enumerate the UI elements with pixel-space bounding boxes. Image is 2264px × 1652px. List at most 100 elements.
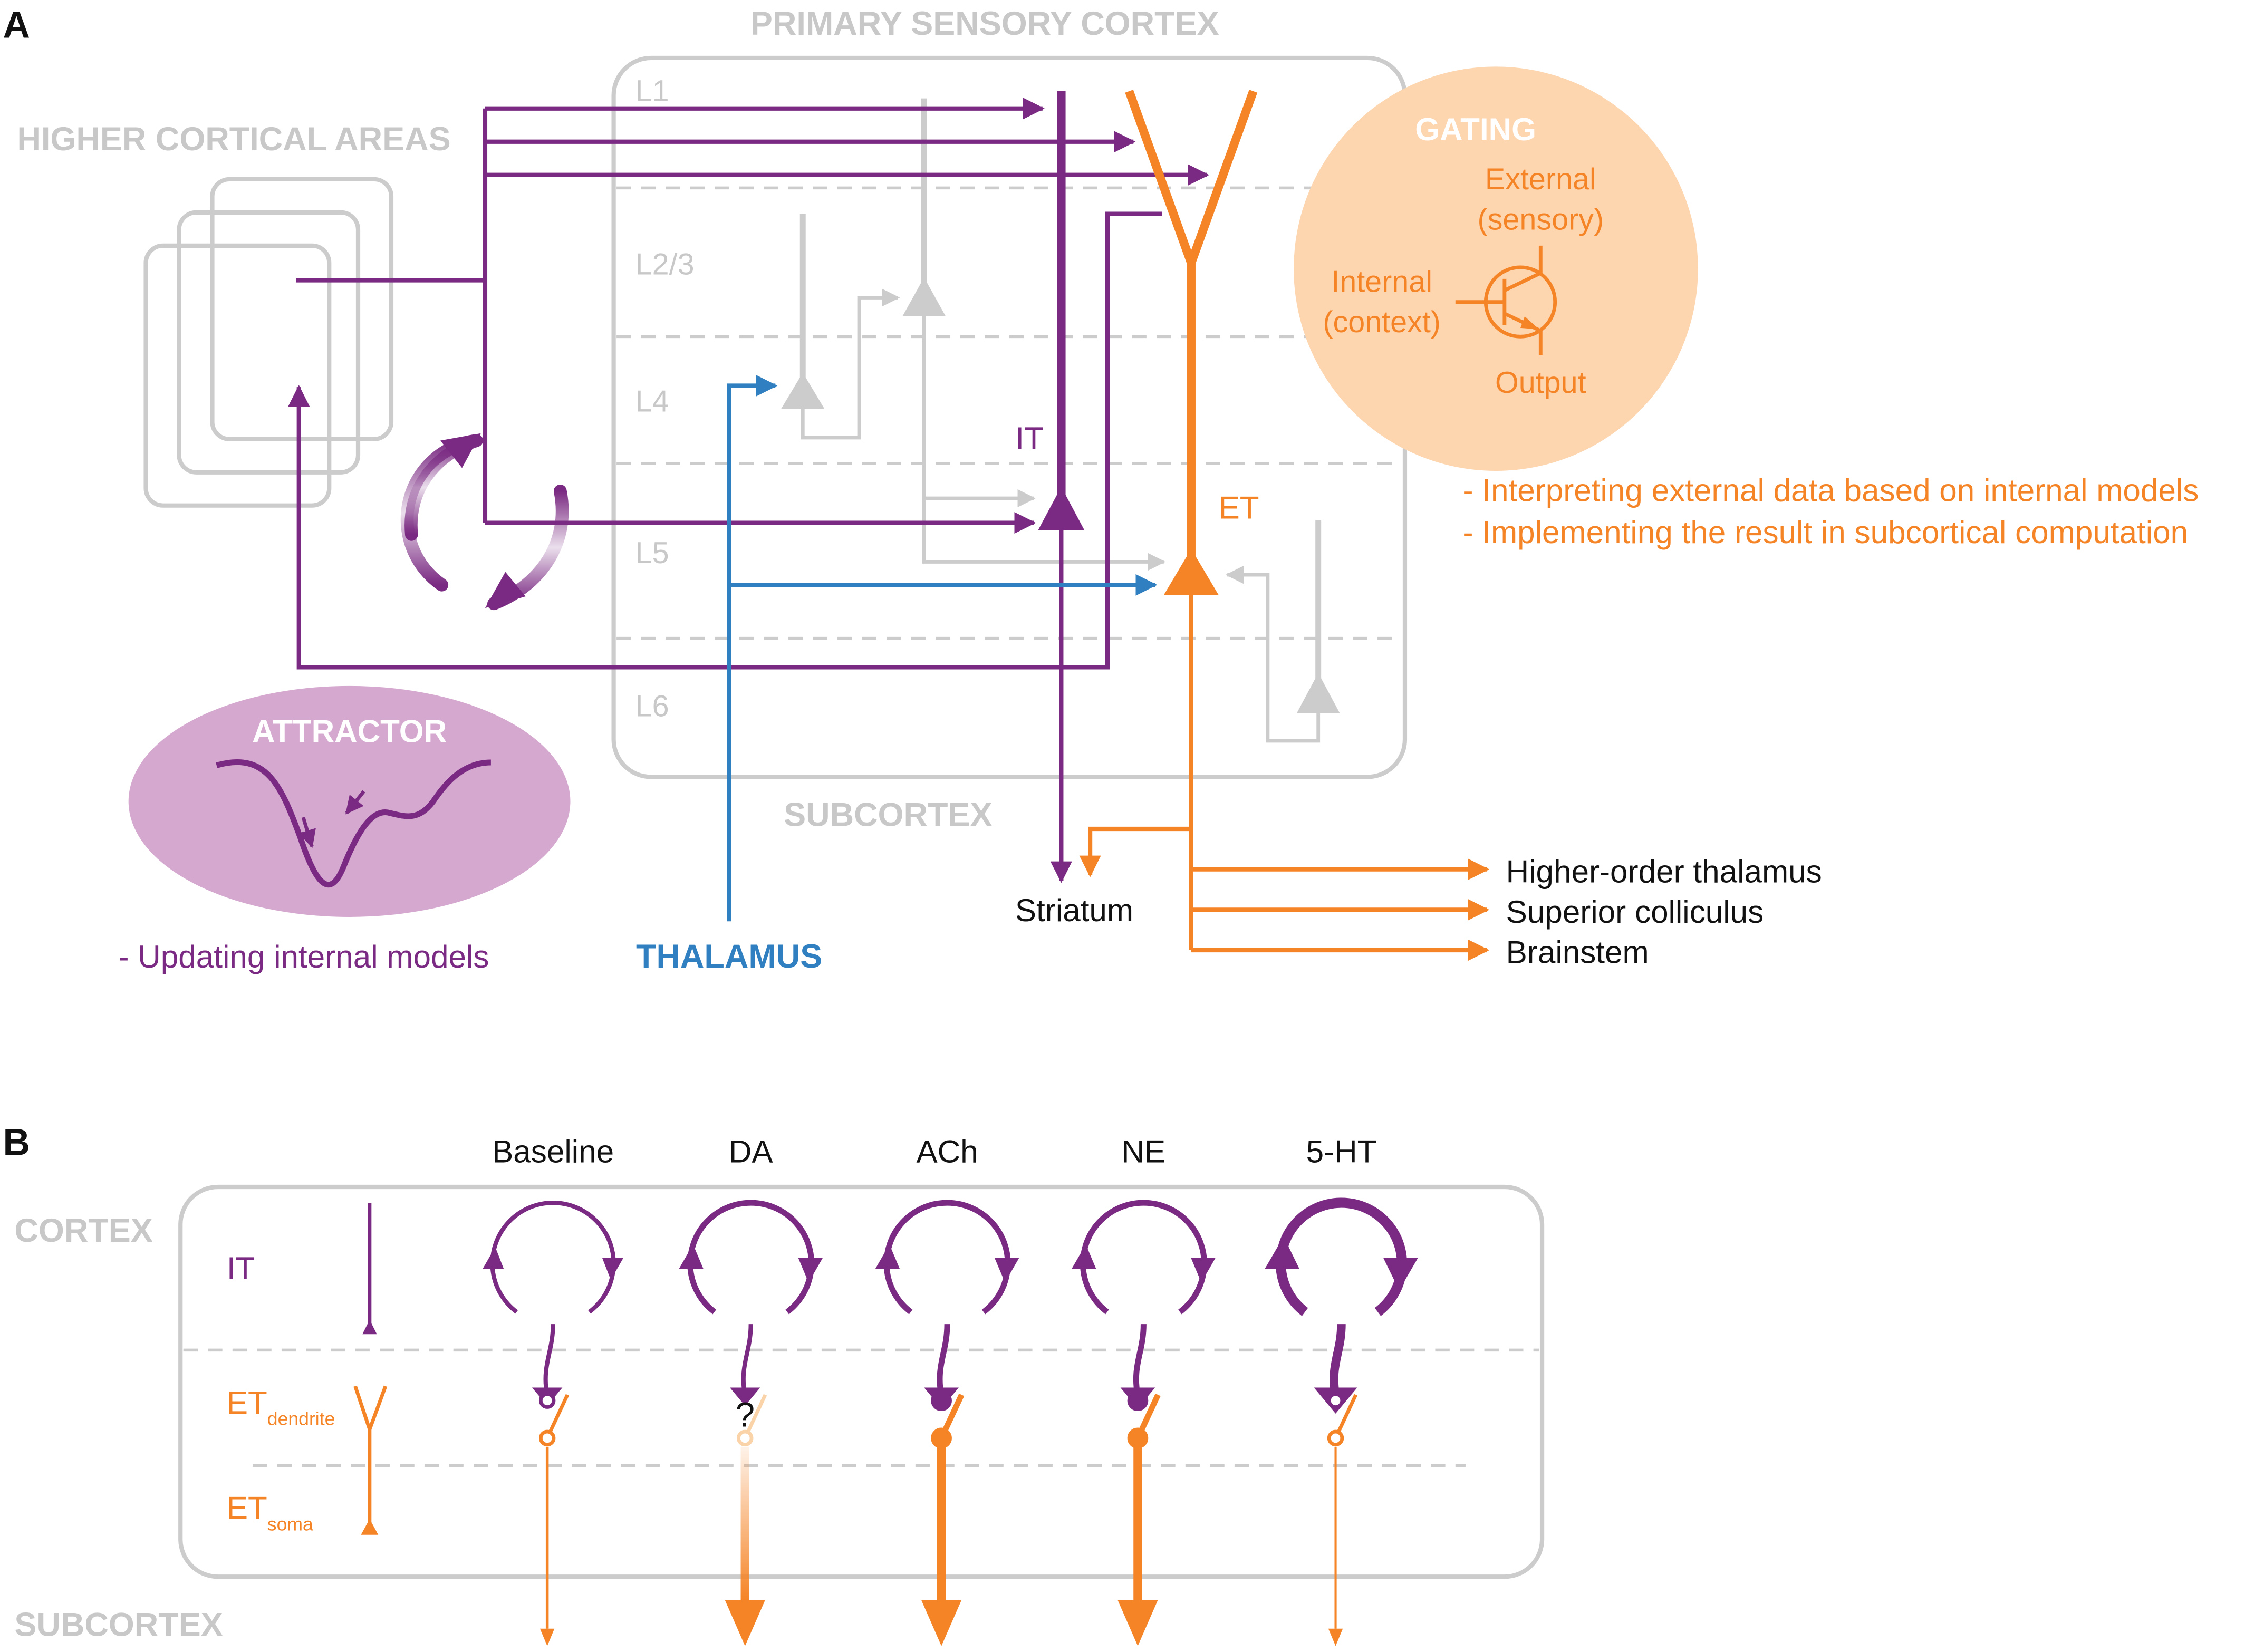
et-output-arrowhead-icon [921, 1600, 962, 1646]
legend-it-neuron-icon [362, 1203, 377, 1335]
condition-label: 5-HT [1306, 1133, 1377, 1169]
layer-l23: L2/3 [635, 248, 695, 282]
recurrent-loop [687, 1200, 815, 1315]
row-label-it: IT [227, 1250, 255, 1286]
condition-column: ACh [875, 1133, 1019, 1646]
et-output-arrowhead-icon [539, 1628, 555, 1646]
gate-pivot-node [1327, 1429, 1344, 1447]
it-to-dendrite-line [1330, 1323, 1346, 1397]
loop-arrowhead-right-icon [1191, 1258, 1216, 1283]
cortex-title-b: CORTEX [14, 1212, 152, 1249]
it-drive-arrowhead-icon [729, 1387, 760, 1406]
dendritic-input-node [931, 1390, 952, 1412]
layer-l1: L1 [635, 74, 669, 108]
cortex-box-b [178, 1184, 1545, 1579]
layer-l6: L6 [635, 689, 669, 723]
gate-pivot-node [538, 1429, 556, 1447]
condition-column: Baseline [482, 1133, 624, 1646]
gray-neurons [781, 98, 1340, 713]
loop-arrowhead-left-icon [679, 1244, 704, 1270]
et-axon-output [740, 1446, 749, 1600]
et-axon-output [1334, 1446, 1337, 1629]
row-label-et-dendrite: ETdendrite [227, 1385, 335, 1429]
loop-arrowhead-right-icon [798, 1258, 823, 1283]
higher-areas-title: HIGHER CORTICAL AREAS [17, 121, 450, 158]
dendritic-input-node [538, 1392, 556, 1409]
it-to-dendrite-line [937, 1324, 950, 1397]
gating-external-2: (sensory) [1478, 203, 1604, 237]
transistor-icon [1455, 245, 1557, 355]
panel-a-label: A [3, 5, 30, 46]
condition-column: NE [1071, 1133, 1216, 1646]
gating-note-1: - Interpreting external data based on in… [1462, 472, 2199, 508]
cycle-arrowhead-top-icon [440, 433, 481, 468]
attractor-title: ATTRACTOR [252, 713, 447, 749]
target-higher-order-thalamus: Higher-order thalamus [1506, 853, 1822, 889]
et-output-arrowhead-icon [725, 1600, 766, 1646]
it-to-dendrite-line [1133, 1324, 1147, 1397]
legend-et-neuron-icon [353, 1385, 388, 1535]
higher-areas-boxes [143, 177, 394, 508]
attractor-module: ATTRACTOR [128, 685, 571, 917]
recurrent-loop [490, 1201, 616, 1314]
row-label-et-soma: ETsoma [227, 1490, 313, 1535]
recurrent-loop [883, 1200, 1011, 1315]
loop-arrowhead-right-icon [602, 1258, 624, 1280]
loop-arrowhead-left-icon [482, 1247, 504, 1270]
loop-arrowhead-right-icon [1383, 1258, 1419, 1291]
recurrent-loop [1080, 1200, 1207, 1315]
it-label: IT [1015, 420, 1044, 456]
dendritic-input-node [1327, 1392, 1344, 1409]
gate-pivot-node [931, 1427, 952, 1449]
et-axon-output [1133, 1446, 1142, 1600]
gating-note-2: - Implementing the result in subcortical… [1462, 514, 2188, 550]
target-superior-colliculus: Superior colliculus [1506, 894, 1764, 930]
condition-label: Baseline [492, 1133, 614, 1169]
cycle-arrowhead-bottom-icon [485, 572, 526, 608]
condition-label: NE [1122, 1133, 1166, 1169]
et-axon-output [545, 1446, 549, 1629]
loop-arrowhead-left-icon [1071, 1244, 1096, 1270]
layer-l5: L5 [635, 536, 669, 570]
condition-columns: Baseline DA? ACh NE 5-HT [482, 1133, 1419, 1646]
gating-internal-2: (context) [1323, 305, 1441, 339]
et-neuron [1079, 90, 1490, 961]
gating-title: GATING [1415, 111, 1536, 147]
gate-pivot-node [737, 1429, 754, 1447]
primary-cortex-title: PRIMARY SENSORY CORTEX [750, 5, 1219, 42]
attractor-note: - Updating internal models [119, 939, 489, 974]
loop-arrowhead-left-icon [875, 1244, 900, 1270]
unknown-effect-mark: ? [735, 1395, 755, 1434]
thalamus-pathway [727, 374, 1158, 922]
subcortex-title-a: SUBCORTEX [784, 797, 992, 834]
gray-connections [801, 288, 1321, 743]
loop-arrowhead-left-icon [1264, 1236, 1300, 1270]
subcortex-title-b: SUBCORTEX [14, 1606, 223, 1643]
it-pathways [288, 98, 1209, 670]
target-striatum: Striatum [1015, 892, 1133, 928]
gating-module: GATING External (sensory) Internal (cont… [1294, 66, 1698, 471]
et-output-arrowhead-icon [1117, 1600, 1158, 1646]
condition-column: DA? [679, 1133, 823, 1646]
gating-output: Output [1495, 366, 1586, 400]
target-brainstem: Brainstem [1506, 934, 1649, 970]
dendritic-input-node [1127, 1390, 1149, 1412]
layer-labels: L1 L2/3 L4 L5 L6 [635, 74, 695, 723]
energy-landscape-curve [216, 759, 492, 888]
thalamus-label: THALAMUS [636, 938, 822, 975]
gating-internal-1: Internal [1331, 265, 1432, 298]
gate-pivot-node [1127, 1427, 1149, 1449]
it-to-dendrite-line [543, 1324, 555, 1397]
et-label: ET [1219, 489, 1259, 525]
condition-column: 5-HT [1264, 1133, 1419, 1646]
loop-arrowhead-right-icon [994, 1258, 1019, 1283]
condition-label: ACh [916, 1133, 978, 1169]
et-output-arrowhead-icon [1328, 1628, 1343, 1646]
panel-b-label: B [3, 1122, 30, 1164]
recurrent-loop [1275, 1197, 1408, 1316]
it-neuron [1038, 91, 1085, 883]
layer-l4: L4 [635, 385, 669, 419]
condition-label: DA [729, 1133, 773, 1169]
it-to-dendrite-line [741, 1324, 753, 1397]
